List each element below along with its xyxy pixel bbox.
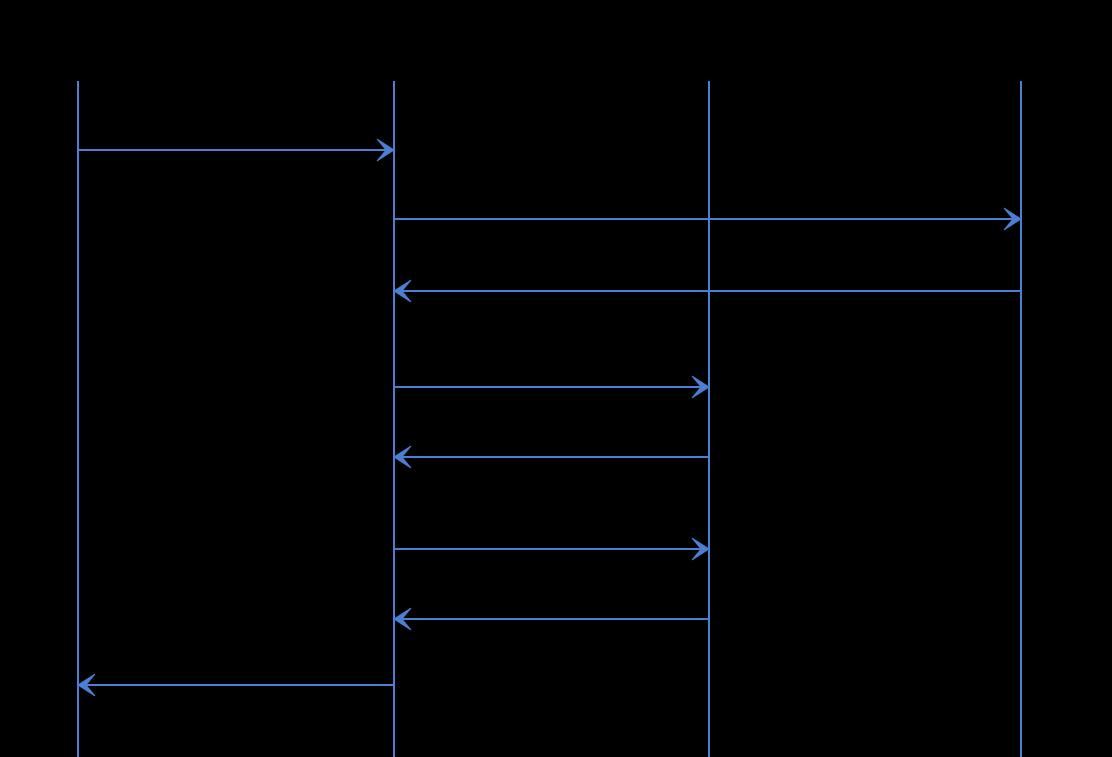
message-arrow-2: [394, 207, 1022, 231]
arrowhead-icon-2: [1003, 207, 1022, 231]
message-arrow-6: [394, 537, 710, 561]
arrowhead-icon-3: [393, 279, 412, 303]
arrowhead-icon-5: [393, 445, 412, 469]
message-arrow-5: [393, 445, 709, 469]
message-arrow-7: [393, 607, 709, 631]
arrowhead-icon-4: [691, 375, 710, 399]
message-arrow-8: [77, 673, 394, 697]
message-arrow-1: [78, 138, 395, 162]
message-arrow-3: [393, 279, 1021, 303]
messages-group: [77, 138, 1022, 697]
lifelines-group: [77, 81, 1022, 757]
arrowhead-icon-7: [393, 607, 412, 631]
arrowhead-icon-8: [77, 673, 96, 697]
message-arrow-4: [394, 375, 710, 399]
arrowhead-icon-6: [691, 537, 710, 561]
arrowhead-icon-1: [376, 138, 395, 162]
